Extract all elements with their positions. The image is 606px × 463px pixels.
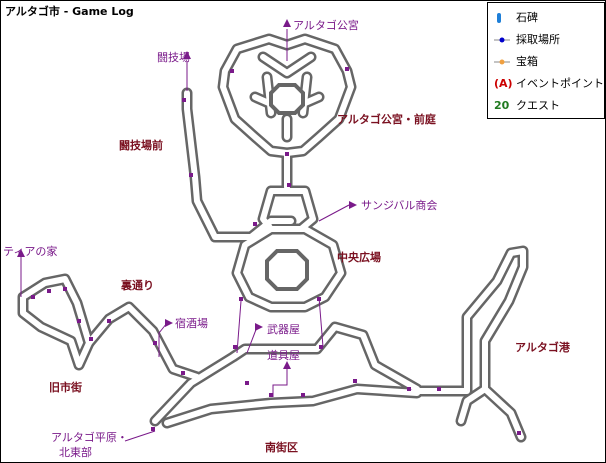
poi-label-shop: サンジバル商会 xyxy=(361,199,438,212)
poi-label-weapon-shop: 武器屋 xyxy=(267,323,300,336)
shop-callout xyxy=(318,204,350,222)
area-label-palace: アルタゴ公宮・前庭 xyxy=(337,113,436,126)
area-label-old-town: 旧市街 xyxy=(49,381,82,394)
poi-label-tia-house: ティアの家 xyxy=(3,245,58,258)
weapon-callout xyxy=(246,326,258,354)
exit-callout xyxy=(124,430,156,442)
legend-row-event: (A)イベントポイント xyxy=(494,75,604,91)
south-lower-path xyxy=(161,383,423,429)
quest-symbol: 20 xyxy=(494,99,510,112)
map-legend: 石碑 採取場所 宝箱 (A)イベントポイント 20 クエスト xyxy=(487,2,605,119)
tavern-callout xyxy=(158,322,168,357)
area-label-back-street: 裏通り xyxy=(121,279,154,292)
poi-label-palace: アルタゴ公宮 xyxy=(293,19,359,32)
legend-row-chest: 宝箱 xyxy=(494,53,538,69)
event-point-symbol: (A) xyxy=(494,77,513,90)
back-callout xyxy=(236,300,242,354)
area-label-port: アルタゴ港 xyxy=(515,341,570,354)
legend-label-stone: 石碑 xyxy=(516,11,538,24)
poi-label-exit-line2: 北東部 xyxy=(59,446,92,459)
legend-label-quest: クエスト xyxy=(516,99,560,112)
area-label-central-plaza: 中央広場 xyxy=(337,251,381,264)
plaza-monument xyxy=(265,249,309,291)
legend-label-chest: 宝箱 xyxy=(516,55,538,68)
map-title: アルタゴ市 - Game Log xyxy=(5,5,134,18)
plaza-east-callout xyxy=(318,296,324,348)
legend-row-quest: 20 クエスト xyxy=(494,97,560,113)
poi-label-exit-line1: アルタゴ平原・ xyxy=(51,431,128,444)
poi-label-tavern: 宿酒場 xyxy=(175,317,208,330)
gathering-point-icon xyxy=(494,33,516,46)
legend-label-gather: 採取場所 xyxy=(516,33,560,46)
treasure-chest-icon xyxy=(494,55,516,68)
legend-label-event: イベントポイント xyxy=(516,77,604,90)
palace-ornament xyxy=(269,83,305,115)
poi-label-arena: 闘技場 xyxy=(157,51,190,64)
stone-monument-icon xyxy=(494,11,516,24)
area-label-arena-front: 闘技場前 xyxy=(119,139,163,152)
area-label-south-district: 南街区 xyxy=(265,441,298,454)
poi-label-item-shop: 道具屋 xyxy=(267,349,300,362)
item-callout xyxy=(272,369,288,397)
legend-row-stone: 石碑 xyxy=(494,9,538,25)
legend-row-gather: 採取場所 xyxy=(494,31,560,47)
